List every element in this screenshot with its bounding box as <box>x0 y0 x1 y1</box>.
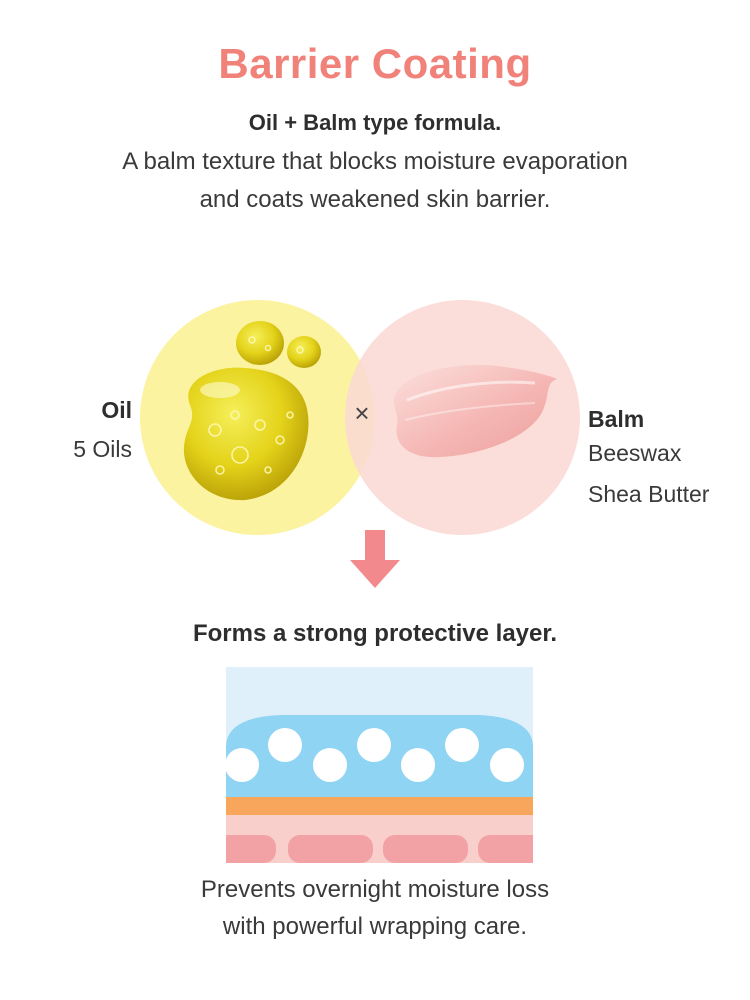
balm-detail-2: Shea Butter <box>588 481 710 507</box>
oil-detail: 5 Oils <box>73 436 132 462</box>
balm-smear-icon <box>393 364 557 458</box>
description-line-2: and coats weakened skin barrier. <box>199 186 551 213</box>
page-title: Barrier Coating <box>218 40 532 87</box>
skin-layer-diagram <box>226 667 533 863</box>
arrow-down-icon <box>350 530 400 588</box>
balm-detail-1: Beeswax <box>588 440 682 466</box>
description-line-1: A balm texture that blocks moisture evap… <box>122 148 628 175</box>
multiply-icon: × <box>354 398 370 428</box>
oil-droplets-icon <box>183 321 321 501</box>
footer-line-2: with powerful wrapping care. <box>222 913 528 940</box>
balm-label: Balm <box>588 406 645 432</box>
oil-label: Oil <box>101 397 132 423</box>
page-subtitle: Oil + Balm type formula. <box>248 110 502 135</box>
result-title: Forms a strong protective layer. <box>192 620 558 647</box>
footer-line-1: Prevents overnight moisture loss <box>200 876 550 903</box>
